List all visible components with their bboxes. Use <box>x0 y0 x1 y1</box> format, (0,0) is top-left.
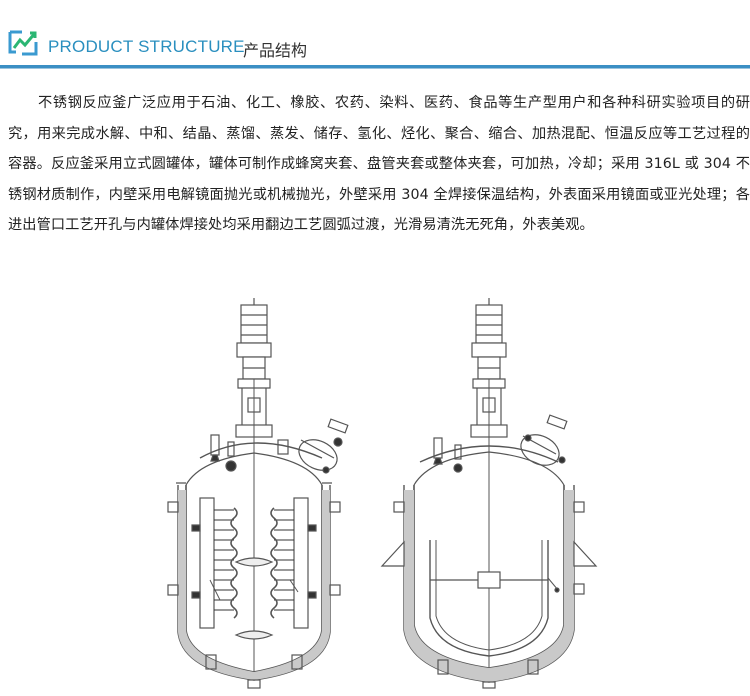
reactor-left-drawing <box>167 298 349 689</box>
section-title-en: PRODUCT STRUCTURE <box>48 37 245 56</box>
header-divider-thin <box>0 68 750 69</box>
header-divider <box>0 65 750 68</box>
reactor-right-drawing <box>380 298 598 689</box>
product-description: 不锈钢反应釜广泛应用于石油、化工、橡胶、农药、染料、医药、食品等生产型用户和各种… <box>8 95 750 233</box>
section-title-cn: 产品结构 <box>243 41 308 60</box>
section-header: PRODUCT STRUCTURE 产品结构 <box>0 0 750 69</box>
reactor-structure-diagram <box>0 280 750 692</box>
product-structure-logo-icon <box>8 30 38 56</box>
